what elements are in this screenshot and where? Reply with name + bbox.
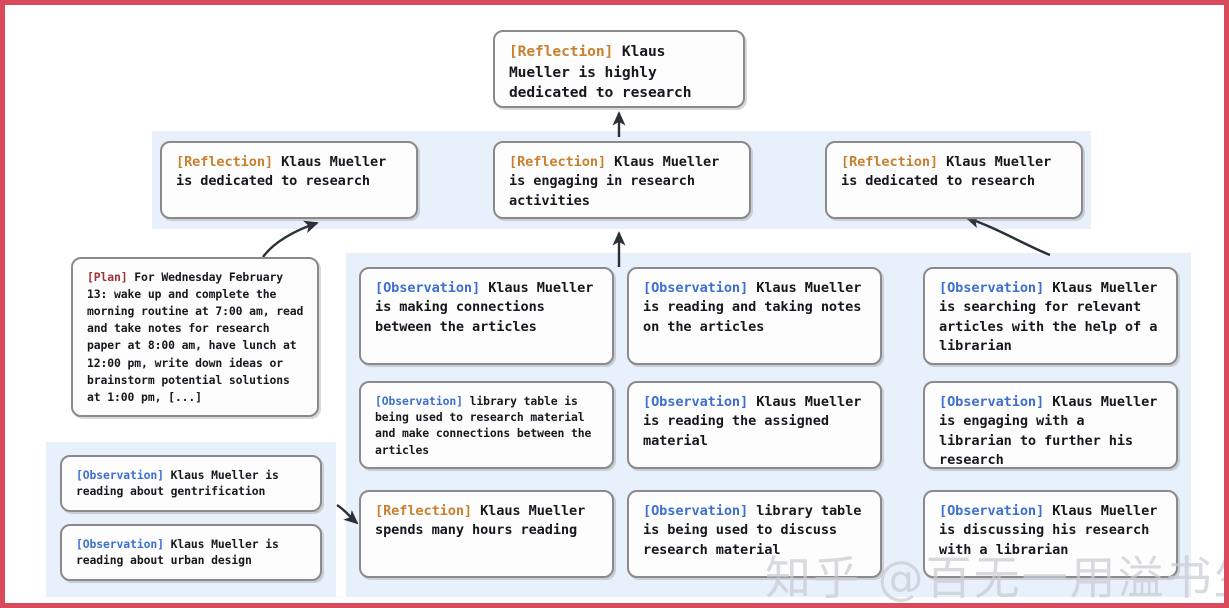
node-text: Klaus Mueller is making connections betw… bbox=[375, 280, 602, 335]
node-text: Klaus Mueller is discussing his research… bbox=[939, 503, 1166, 558]
tag-plan: [Plan] bbox=[87, 270, 128, 284]
node-col3-observation-3[interactable]: [Observation] library table is being use… bbox=[627, 490, 882, 578]
tag-reflection: [Reflection] bbox=[176, 154, 274, 170]
node-top-reflection[interactable]: [Reflection] Klaus Mueller is highly ded… bbox=[493, 30, 745, 108]
node-text: Klaus Mueller is dedicated to research bbox=[176, 154, 395, 190]
node-text: Klaus Mueller is reading about gentrific… bbox=[76, 468, 286, 499]
tag-observation: [Observation] bbox=[939, 280, 1045, 296]
tag-observation: [Observation] bbox=[76, 537, 164, 551]
node-text: library table is being used to discuss r… bbox=[643, 503, 870, 558]
node-text: Klaus Mueller is engaging with a librari… bbox=[939, 394, 1166, 468]
tag-observation: [Observation] bbox=[643, 394, 749, 410]
tag-observation: [Observation] bbox=[643, 503, 749, 519]
tag-observation: [Observation] bbox=[643, 280, 749, 296]
node-col2-observation-1[interactable]: [Observation] Klaus Mueller is making co… bbox=[359, 267, 614, 365]
node-text: library table is being used to research … bbox=[375, 394, 599, 457]
tag-observation: [Observation] bbox=[76, 468, 164, 482]
node-col4-observation-2[interactable]: [Observation] Klaus Mueller is engaging … bbox=[923, 381, 1178, 469]
node-col2-observation-2[interactable]: [Observation] library table is being use… bbox=[359, 381, 614, 469]
node-col4-observation-1[interactable]: [Observation] Klaus Mueller is searching… bbox=[923, 267, 1178, 365]
node-col3-observation-1[interactable]: [Observation] Klaus Mueller is reading a… bbox=[627, 267, 882, 365]
node-text: For Wednesday February 13: wake up and c… bbox=[87, 270, 311, 404]
node-text: Klaus Mueller is dedicated to research bbox=[841, 154, 1060, 190]
node-text: Klaus Mueller is engaging in research ac… bbox=[509, 154, 728, 209]
tag-observation: [Observation] bbox=[375, 394, 463, 408]
watermark: 知乎 @百无一用溢书生 bbox=[765, 551, 1229, 605]
node-reflection-1[interactable]: [Reflection] Klaus Mueller is dedicated … bbox=[160, 141, 418, 219]
node-text: Klaus Mueller spends many hours reading bbox=[375, 503, 594, 539]
node-left-observation-1[interactable]: [Observation] Klaus Mueller is reading a… bbox=[60, 455, 322, 512]
node-text: Klaus Mueller is reading about urban des… bbox=[76, 537, 286, 568]
node-text: Klaus Mueller is highly dedicated to res… bbox=[509, 43, 692, 102]
node-text: Klaus Mueller is reading the assigned ma… bbox=[643, 394, 870, 449]
tag-observation: [Observation] bbox=[375, 280, 481, 296]
node-col4-observation-3[interactable]: [Observation] Klaus Mueller is discussin… bbox=[923, 490, 1178, 578]
node-reflection-2[interactable]: [Reflection] Klaus Mueller is engaging i… bbox=[493, 141, 751, 219]
node-plan[interactable]: [Plan] For Wednesday February 13: wake u… bbox=[71, 257, 319, 417]
tag-observation: [Observation] bbox=[939, 503, 1045, 519]
tag-reflection: [Reflection] bbox=[375, 503, 473, 519]
node-left-observation-2[interactable]: [Observation] Klaus Mueller is reading a… bbox=[60, 524, 322, 581]
node-text: Klaus Mueller is reading and taking note… bbox=[643, 280, 870, 335]
node-text: Klaus Mueller is searching for relevant … bbox=[939, 280, 1166, 354]
tag-reflection: [Reflection] bbox=[509, 154, 607, 170]
tag-reflection: [Reflection] bbox=[841, 154, 939, 170]
tag-observation: [Observation] bbox=[939, 394, 1045, 410]
node-reflection-3[interactable]: [Reflection] Klaus Mueller is dedicated … bbox=[825, 141, 1083, 219]
tag-reflection: [Reflection] bbox=[509, 43, 614, 60]
node-col2-reflection[interactable]: [Reflection] Klaus Mueller spends many h… bbox=[359, 490, 614, 578]
node-col3-observation-2[interactable]: [Observation] Klaus Mueller is reading t… bbox=[627, 381, 882, 469]
